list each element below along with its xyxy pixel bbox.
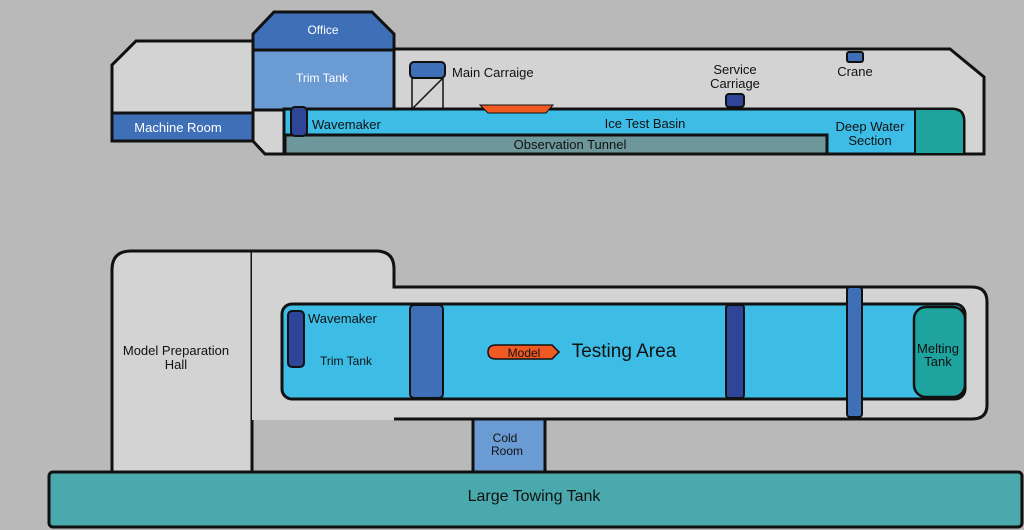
large-towing-tank	[47, 470, 1024, 529]
observation-tunnel-label: Observation Tunnel	[514, 137, 627, 152]
main-carriage-frame	[411, 77, 444, 110]
main-carriage-box	[409, 61, 446, 79]
wavemaker-side-label: Wavemaker	[312, 117, 382, 132]
machine-room-label: Machine Room	[134, 120, 221, 135]
wavemaker-side	[290, 106, 308, 137]
crane-box	[846, 51, 864, 63]
melting-tank	[912, 305, 967, 399]
office-label: Office	[307, 23, 338, 37]
wavemaker-plan-label: Wavemaker	[308, 311, 378, 326]
model-hull-side	[478, 104, 555, 114]
machine-room	[110, 111, 255, 143]
cold-room	[471, 417, 547, 474]
side-view: Office Trim Tank Machine Room Observatio…	[110, 10, 986, 156]
deep-water-label-1: Deep Water	[836, 119, 906, 134]
crane-rail-plan	[846, 286, 863, 418]
service-carriage-plan	[725, 304, 745, 399]
ice-test-basin-label: Ice Test Basin	[605, 116, 686, 131]
crane-label: Crane	[837, 64, 872, 79]
testing-area-label: Testing Area	[572, 341, 677, 362]
plan-view: Model Preparation Hall Wavemaker Trim Ta…	[47, 249, 1024, 529]
main-carriage-label: Main Carraige	[452, 65, 534, 80]
melting-tank-label-2: Tank	[924, 354, 952, 369]
wavemaker-plan	[287, 310, 305, 368]
model-prep-hall-label-2: Hall	[165, 357, 188, 372]
large-towing-tank-label: Large Towing Tank	[468, 488, 602, 505]
model-label: Model	[508, 346, 541, 360]
deep-water-label-2: Section	[848, 133, 891, 148]
service-carriage-label-2: Carriage	[710, 76, 760, 91]
service-carriage-box	[725, 93, 745, 108]
cold-room-label-1: Cold	[493, 431, 518, 445]
trim-tank-side	[251, 48, 396, 112]
model-prep-hall-label-1: Model Preparation	[123, 343, 229, 358]
melting-tank-label-1: Melting	[917, 341, 959, 356]
trim-tank-side-label: Trim Tank	[296, 71, 349, 85]
trim-tank-plan-label: Trim Tank	[320, 354, 373, 368]
main-carriage-plan	[409, 304, 444, 399]
service-carriage-label-1: Service	[713, 62, 756, 77]
model-plan	[487, 344, 561, 360]
observation-tunnel	[283, 133, 829, 156]
deep-water-end	[914, 108, 965, 155]
cold-room-label-2: Room	[491, 444, 523, 458]
model-preparation-hall	[110, 249, 254, 474]
